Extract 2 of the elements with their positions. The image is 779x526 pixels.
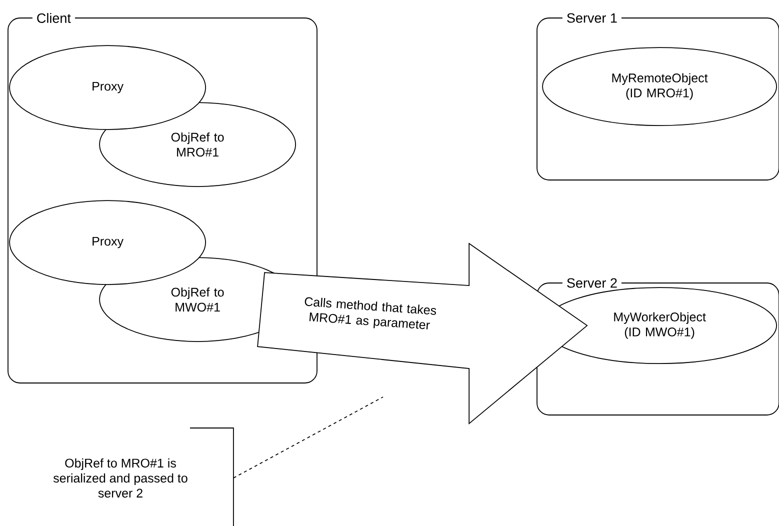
note-text: ObjRef to MRO#1 is serialized and passed to server 2: [53, 458, 188, 498]
leader-line: [233, 396, 384, 478]
